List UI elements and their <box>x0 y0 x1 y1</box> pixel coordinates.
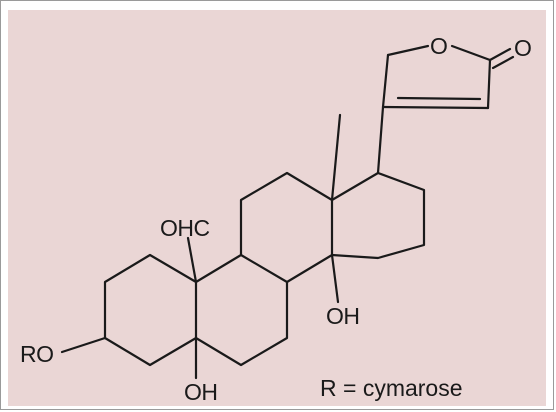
carbonyl-bond-2 <box>491 55 515 70</box>
r-group-definition: R = cymarose <box>320 375 463 401</box>
lactone-ch2-o-bond <box>386 44 430 57</box>
ring-d <box>330 171 426 260</box>
ring-a <box>103 253 198 367</box>
methyl-bond <box>330 113 342 202</box>
ring-oxygen-label: O <box>430 33 447 59</box>
ro-group-label: RO <box>20 341 54 367</box>
c3-ro-bond <box>60 336 107 354</box>
lactone-o-co-bond <box>450 44 492 62</box>
lactone-co-ch-bond <box>486 58 492 110</box>
ring-b <box>194 253 289 367</box>
c14-oh-bond <box>330 253 340 304</box>
lactone-ch-c-bond <box>381 105 490 110</box>
c17-lactone-bond <box>376 105 385 175</box>
c5-hydroxyl-label: OH <box>184 379 218 405</box>
formyl-bond <box>186 236 198 284</box>
formyl-label: OHC <box>160 215 210 241</box>
carbonyl-bond-1 <box>488 47 512 62</box>
ring-c <box>239 171 334 284</box>
lactone-ch2-bond <box>381 53 390 109</box>
c14-hydroxyl-label: OH <box>326 303 360 329</box>
lactone-double-bond <box>396 96 482 101</box>
carbonyl-oxygen-label: O <box>514 35 531 61</box>
